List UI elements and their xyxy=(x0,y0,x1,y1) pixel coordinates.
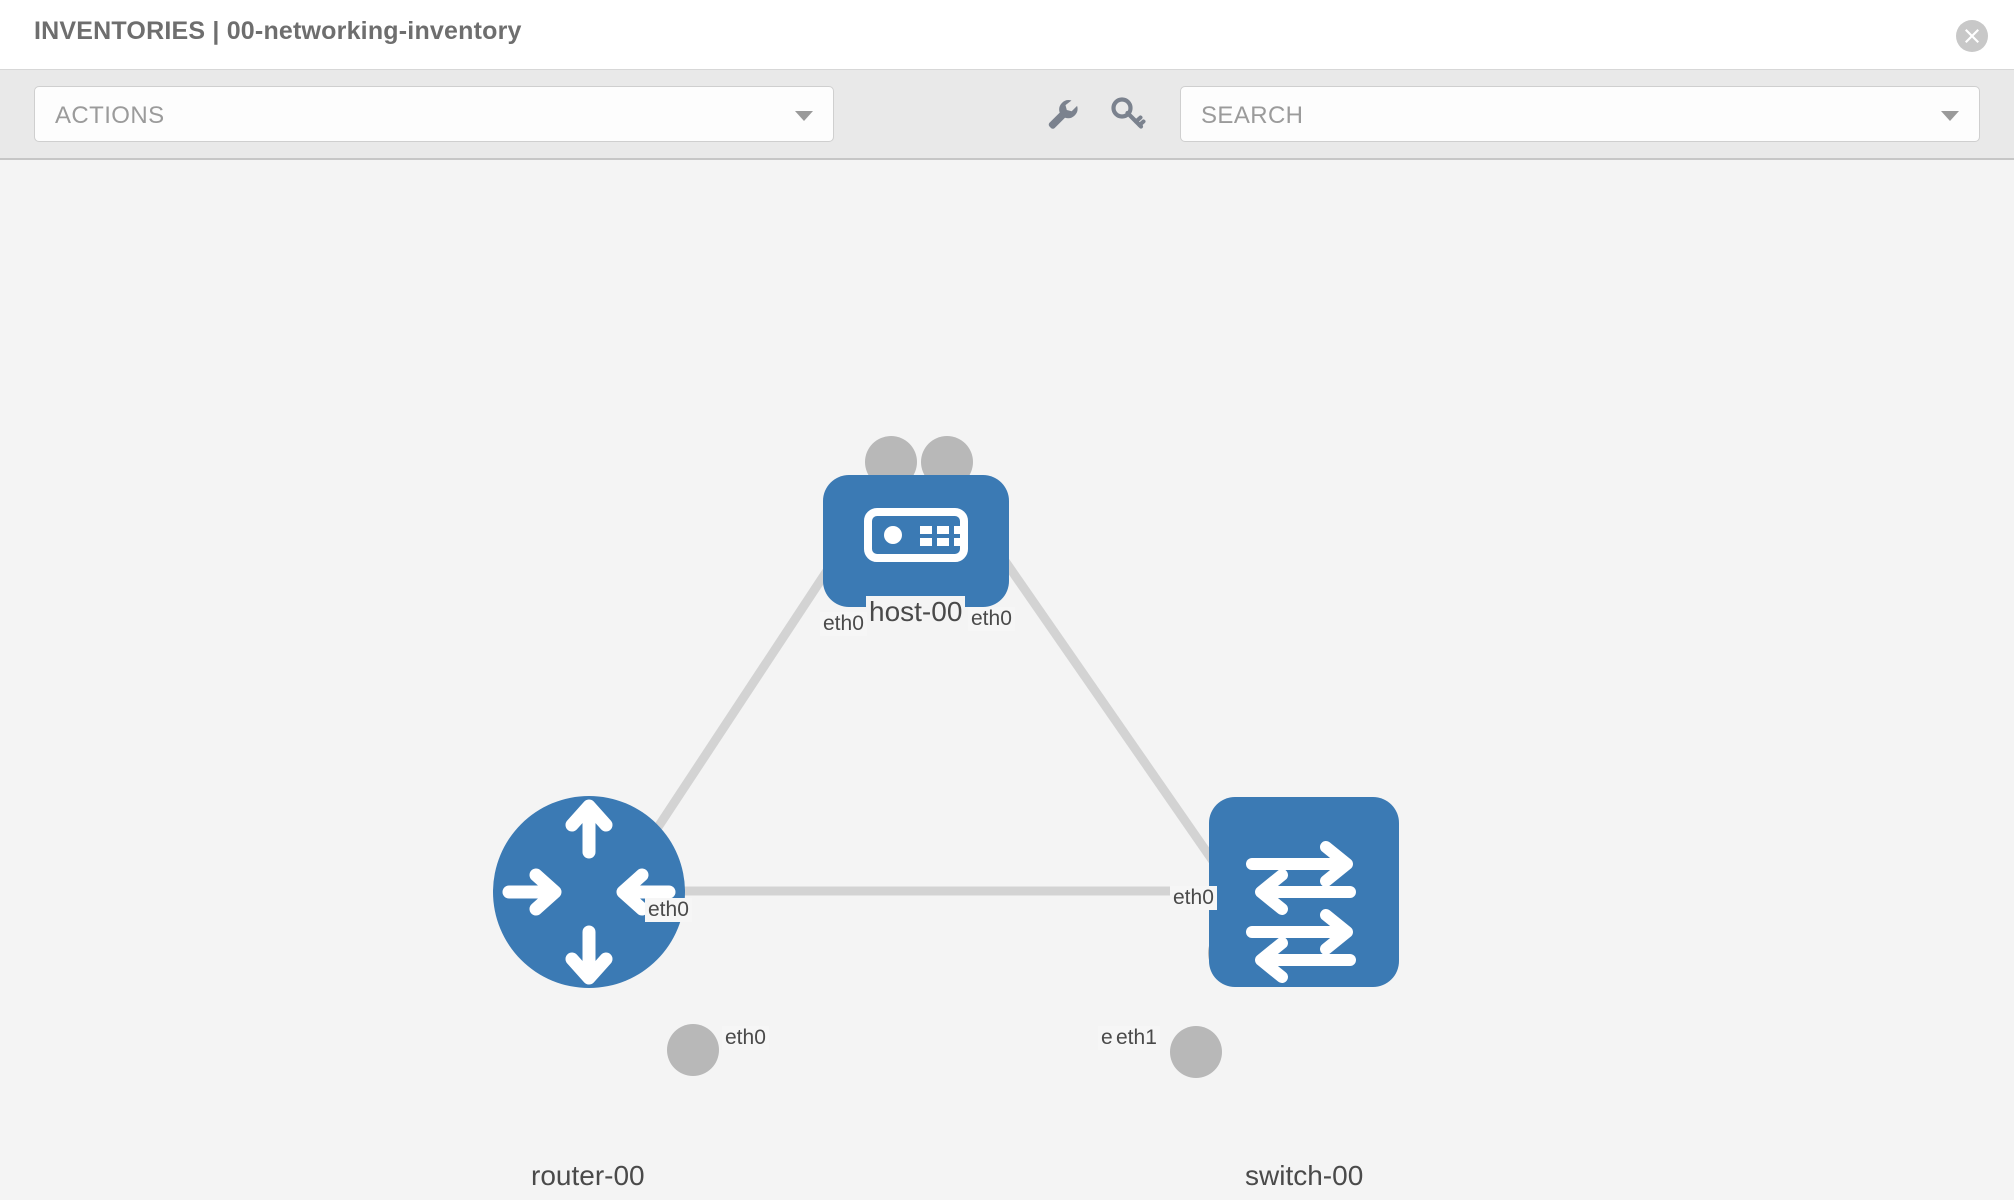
node-label-switch-00: switch-00 xyxy=(1242,1160,1367,1192)
actions-dropdown-label: ACTIONS xyxy=(55,102,165,129)
page-header: INVENTORIES | 00-networking-inventory xyxy=(0,0,2014,70)
chevron-down-icon xyxy=(1941,111,1959,121)
node-host-00[interactable] xyxy=(823,475,1009,607)
search-placeholder: SEARCH xyxy=(1201,102,1304,129)
actions-dropdown[interactable]: ACTIONS xyxy=(34,86,834,142)
search-input[interactable]: SEARCH xyxy=(1180,86,1980,142)
close-icon[interactable] xyxy=(1956,20,1988,52)
toolbar: ACTIONS SEARCH xyxy=(0,70,2014,160)
node-switch-00[interactable] xyxy=(1209,797,1399,987)
iface-label-host-eth0-left: eth0 xyxy=(820,612,867,636)
iface-label-router-eth0-trunk: eth0 xyxy=(722,1026,769,1050)
router-arrows-icon xyxy=(502,799,676,985)
iface-label-switch-eth1-trunk: eth1 xyxy=(1113,1026,1160,1050)
iface-label-host-eth0-right: eth0 xyxy=(968,607,1015,631)
topology-graph xyxy=(493,436,1399,1078)
chevron-down-icon xyxy=(795,111,813,121)
server-icon xyxy=(864,508,968,562)
iface-label-router-eth0-uplink: eth0 xyxy=(645,898,692,922)
iface-label-switch-eth0-uplink: eth0 xyxy=(1170,886,1217,910)
wrench-icon[interactable] xyxy=(1040,92,1084,136)
key-icon[interactable] xyxy=(1105,92,1149,136)
node-router-00[interactable] xyxy=(493,796,685,988)
switch-arrows-icon xyxy=(1246,841,1356,983)
node-label-host-00: host-00 xyxy=(866,596,966,628)
topology-canvas[interactable]: host-00 router-00 switch-00 eth0 eth0 et… xyxy=(0,160,2014,1200)
node-label-router-00: router-00 xyxy=(528,1160,648,1192)
connector-switch-left[interactable] xyxy=(1170,1026,1222,1078)
page-title: INVENTORIES | 00-networking-inventory xyxy=(34,17,522,45)
connector-router-right[interactable] xyxy=(667,1024,719,1076)
